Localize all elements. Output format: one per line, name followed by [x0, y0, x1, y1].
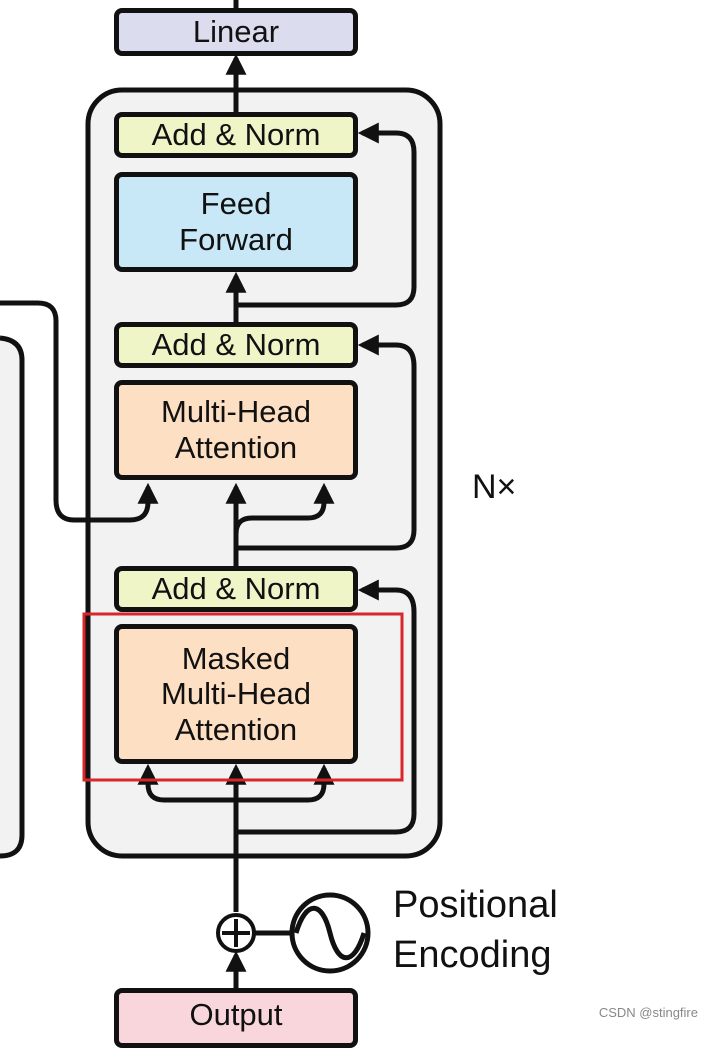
sine-wave-icon — [293, 905, 367, 961]
add-norm-top-label: Add & Norm — [151, 117, 321, 153]
path-residual-top — [236, 122, 417, 308]
output-box: Output — [114, 988, 358, 1048]
path-mha-right-input — [233, 482, 335, 560]
path-encoder-to-mha — [0, 300, 159, 523]
path-masked-right-input — [236, 763, 335, 803]
watermark: CSDN @stingfire — [598, 1005, 698, 1020]
add-norm-middle-label: Add & Norm — [151, 327, 321, 363]
positional-encoding-label-1: Positional — [393, 884, 558, 926]
feed-forward-line2: Forward — [179, 222, 293, 257]
output-label: Output — [189, 997, 283, 1032]
highlight-box — [82, 612, 404, 782]
mha-line2: Attention — [174, 430, 298, 465]
masked-attention-box: Masked Multi-Head Attention — [114, 624, 358, 764]
linear-label: Linear — [192, 14, 280, 50]
encoder-block-edge — [0, 335, 25, 859]
multi-head-attention-box: Multi-Head Attention — [114, 380, 358, 480]
masked-line3: Attention — [174, 711, 298, 747]
mha-line1: Multi-Head — [161, 394, 311, 430]
feed-forward-box: Feed Forward — [114, 172, 358, 272]
repeat-label: N× — [472, 468, 517, 506]
path-masked-left-input — [137, 763, 236, 803]
masked-line1: Masked — [181, 640, 291, 676]
masked-line2: Multi-Head — [161, 676, 311, 712]
add-norm-top-box: Add & Norm — [114, 112, 358, 158]
path-residual-bottom — [236, 579, 417, 835]
add-norm-bottom-label: Add & Norm — [151, 571, 321, 607]
positional-encoding-label-2: Encoding — [393, 934, 552, 976]
add-norm-bottom-box: Add & Norm — [114, 566, 358, 612]
feed-forward-line1: Feed — [200, 186, 272, 222]
path-residual-middle — [236, 334, 417, 551]
add-norm-middle-box: Add & Norm — [114, 322, 358, 368]
linear-box: Linear — [114, 8, 358, 56]
